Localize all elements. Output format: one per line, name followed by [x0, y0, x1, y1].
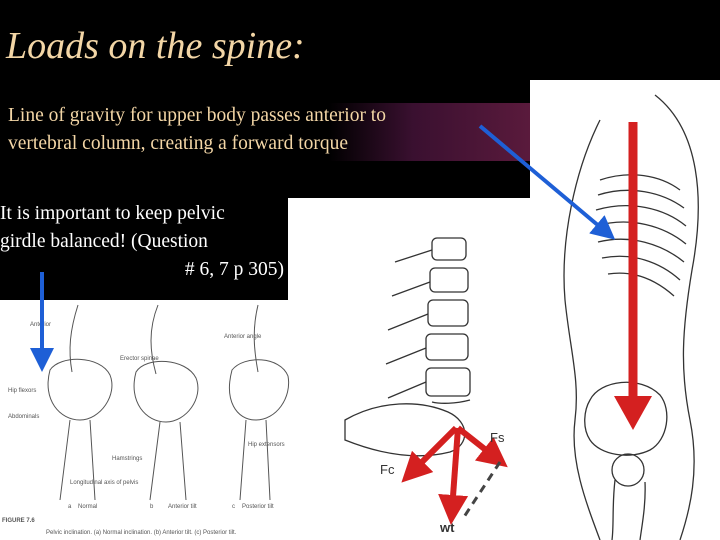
subtitle-text: Line of gravity for upper body passes an… [8, 102, 528, 158]
rib-6 [601, 255, 681, 281]
pelvis-b-bone [133, 360, 199, 423]
vertebra-3 [427, 299, 469, 327]
pelvis-a-leg [59, 419, 96, 501]
vertebra-2 [429, 267, 469, 293]
rib-7 [607, 272, 675, 297]
note-text: It is important to keep pelvic girdle ba… [0, 200, 284, 284]
torso-back-outline [654, 94, 699, 540]
pointer-arrow-to-torso [478, 124, 616, 240]
pelvis-c-leg [239, 419, 271, 501]
pelvis-labels: Anterior Anterior angle Erector spinae H… [2, 322, 285, 536]
rib-1 [599, 174, 681, 191]
longitudinal-axis-label: Longitudinal axis of pelvis [70, 480, 138, 486]
fs-force-arrow [456, 425, 508, 468]
fs-label: Fs [490, 430, 505, 445]
figure-caption: Pelvic inclination. (a) Normal inclinati… [46, 530, 237, 536]
wt-label: wt [439, 520, 455, 535]
panel-a-letter: a [68, 504, 72, 510]
note-box [0, 198, 288, 300]
femur-outline [611, 479, 646, 540]
erector-label: Erector spinae [120, 356, 159, 362]
panel-c-letter: c [232, 504, 235, 510]
note-line-1: It is important to keep pelvic [0, 203, 225, 224]
hip-flexors-label: Hip flexors [8, 388, 36, 394]
resultant-dashed-line [460, 461, 502, 521]
pelvis-a-spine [69, 304, 79, 373]
pelvis-outline [584, 381, 668, 456]
pelvis-figure-a [47, 304, 113, 501]
subtitle-line-2: vertebral column, creating a forward tor… [8, 133, 349, 154]
panel-b-caption: Anterior tilt [168, 504, 197, 510]
note-line-2: girdle balanced! (Question [0, 231, 208, 252]
figure-number: FIGURE 7.6 [2, 518, 35, 524]
anterior-angle-label: Anterior angle [224, 334, 262, 340]
abdominals-label: Abdominals [8, 414, 39, 420]
pelvis-c-bone [228, 359, 290, 421]
hip-joint [611, 453, 645, 487]
disc-line [431, 399, 471, 404]
vertebra-5 [425, 367, 471, 397]
lumbar-spine-figure [344, 237, 471, 457]
wt-force-arrow [438, 427, 469, 525]
rib-2 [597, 189, 685, 209]
fc-label: Fc [380, 462, 395, 477]
lumbar-figure-panel [288, 198, 530, 540]
pelvis-figure-b [133, 304, 199, 501]
hamstrings-label: Hamstrings [112, 456, 142, 462]
sacrum-outline [344, 403, 466, 457]
torso-front-outline [563, 119, 601, 540]
pelvis-b-spine [150, 304, 159, 375]
spinous-processes [385, 249, 433, 399]
hip-extensors-label: Hip extensors [248, 442, 285, 448]
rib-3 [595, 204, 687, 227]
vertebra-4 [425, 333, 469, 361]
gravity-line-arrowhead [614, 396, 652, 430]
subtitle-band [0, 103, 530, 161]
pelvis-a-bone [47, 358, 113, 421]
panel-b-letter: b [150, 504, 154, 510]
panel-a-caption: Normal [78, 504, 97, 510]
pelvis-figure-c [228, 304, 290, 501]
slide-title: Loads on the spine: [6, 25, 305, 67]
vertebra-1 [431, 237, 467, 261]
rib-5 [597, 238, 685, 263]
pelvis-b-leg [149, 421, 187, 501]
note-line-3: # 6, 7 p 305) [184, 259, 284, 280]
torso-figure [563, 94, 699, 540]
fc-force-arrow [401, 425, 459, 483]
torso-figure-panel [530, 80, 720, 540]
panel-c-caption: Posterior tilt [242, 504, 274, 510]
pelvis-c-spine [253, 304, 259, 373]
subtitle-line-1: Line of gravity for upper body passes an… [8, 105, 386, 126]
